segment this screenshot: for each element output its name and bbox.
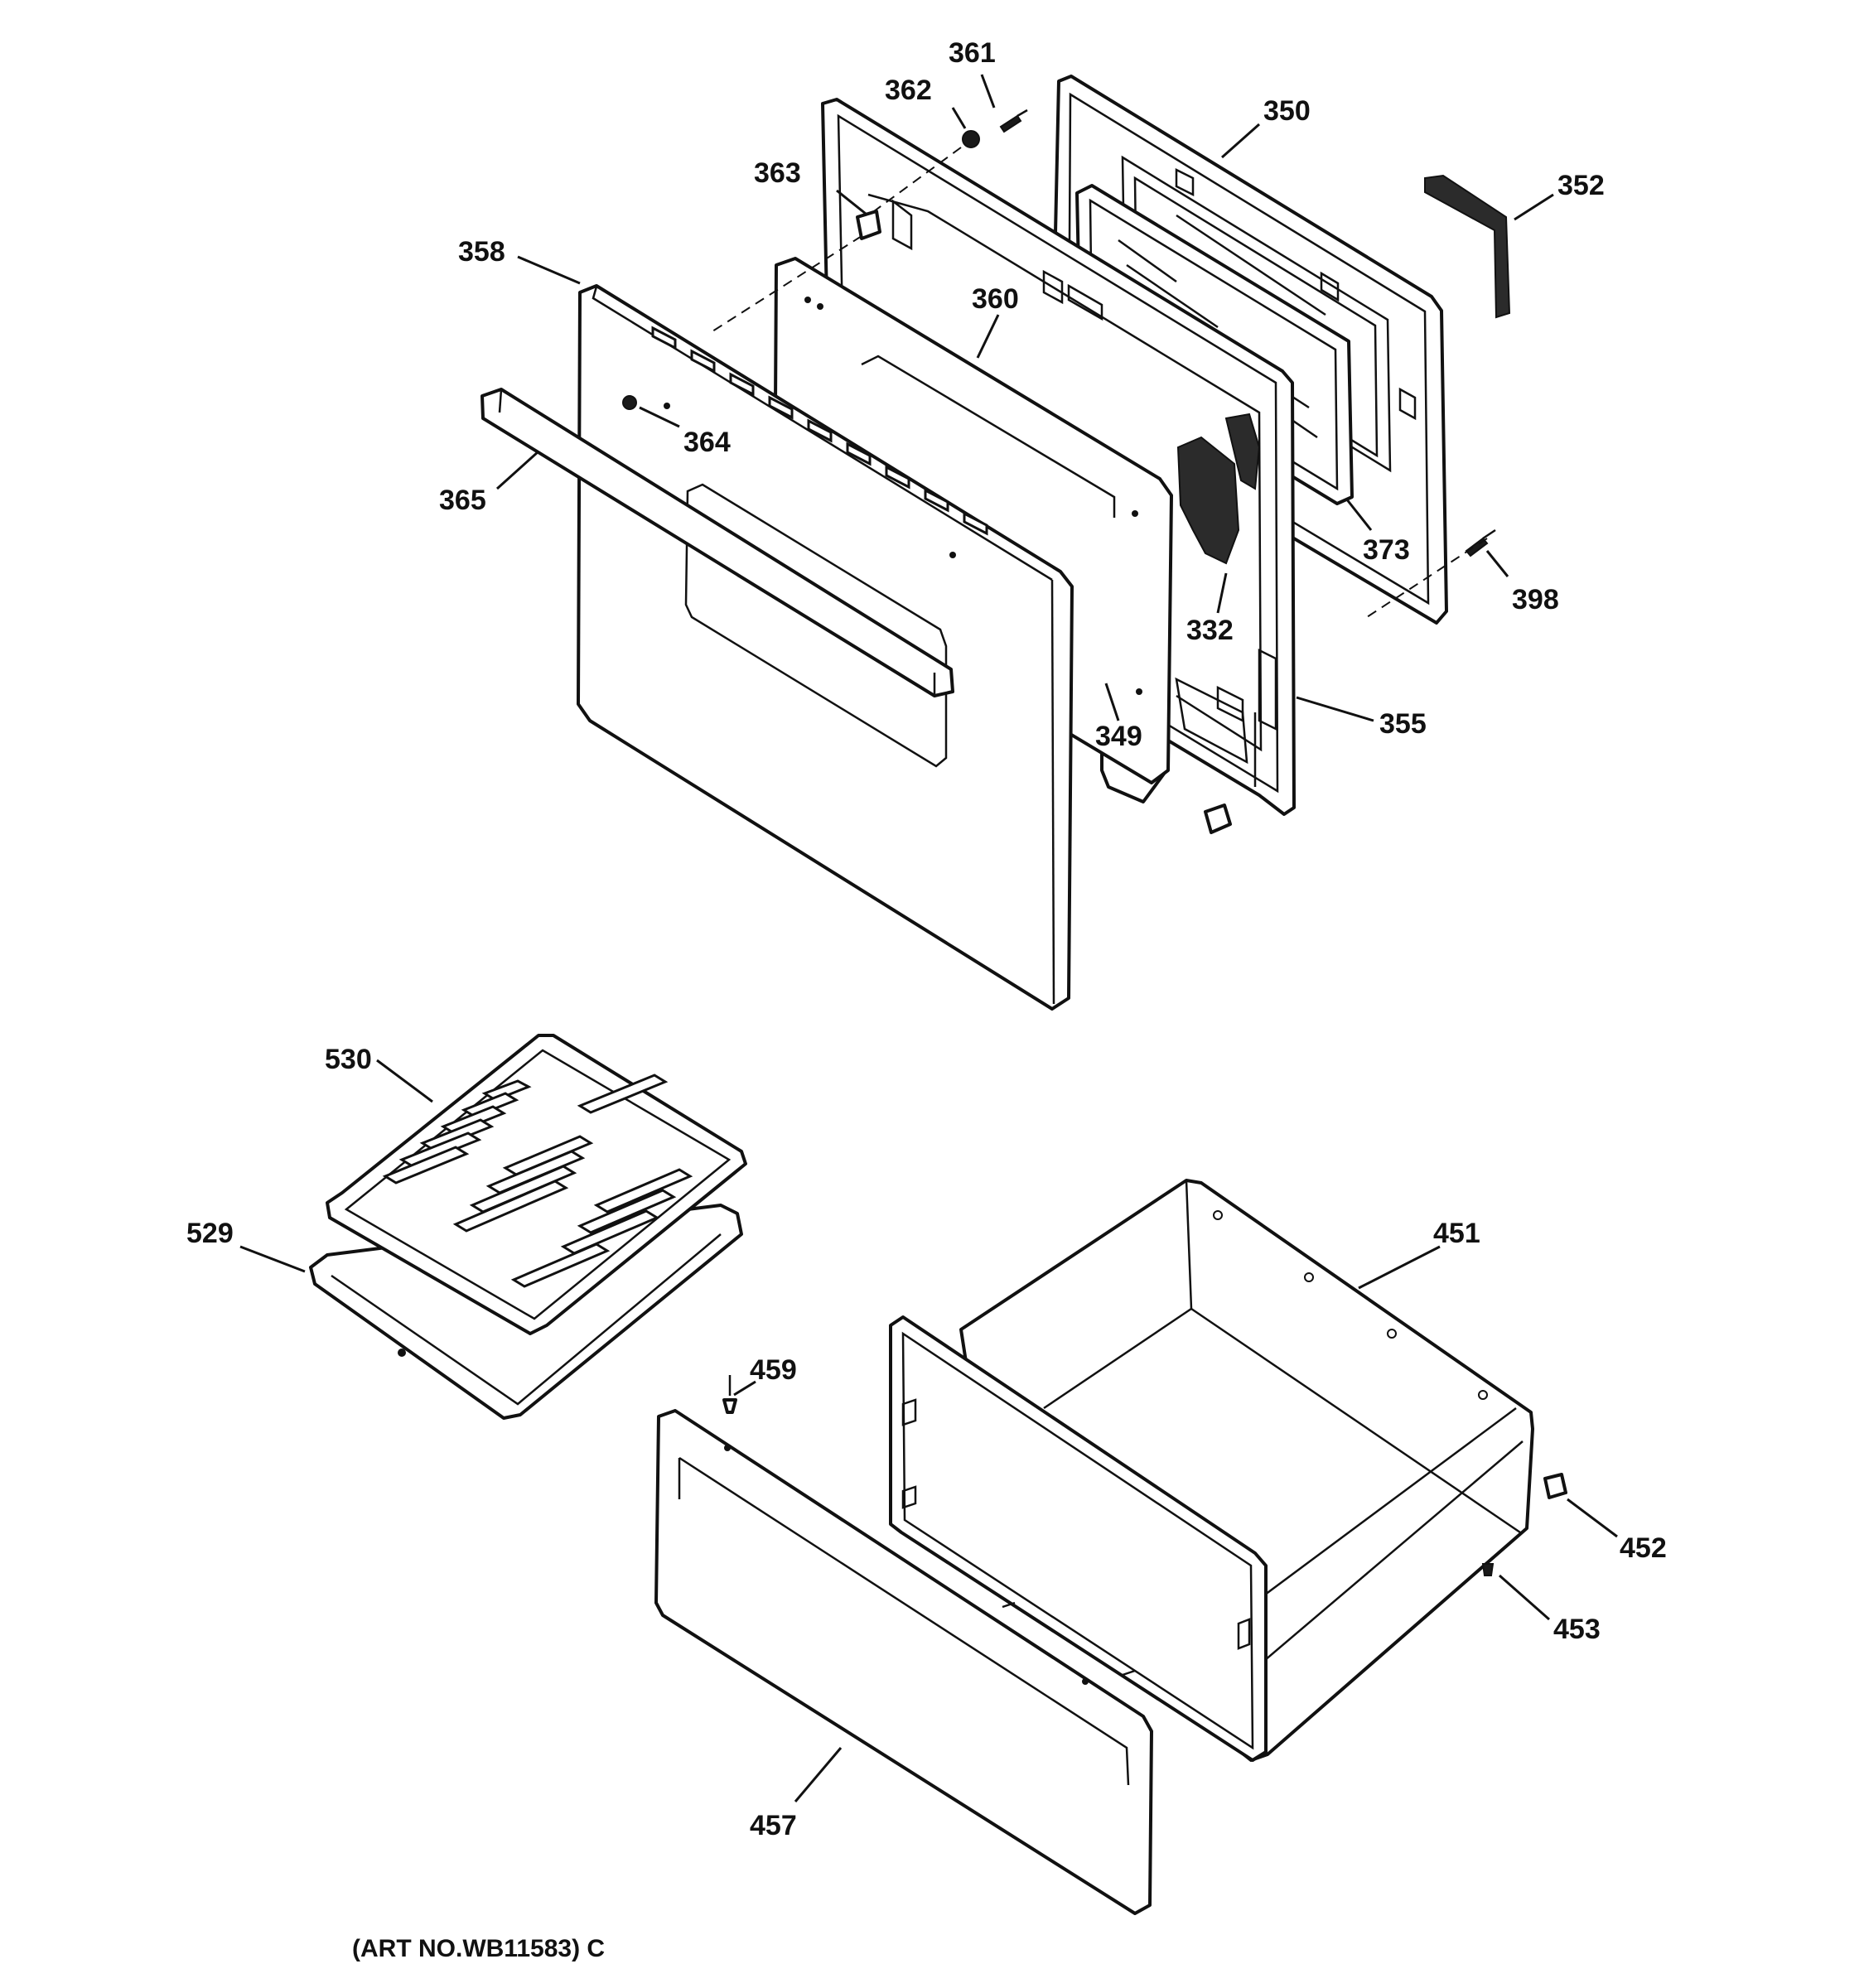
callout-350: 350 [1263,95,1311,127]
part-hinge-block [1204,803,1232,834]
part-332-insulation [1176,413,1261,565]
part-451-drawer-front-frame [889,1315,1268,1762]
callout-529: 529 [186,1218,234,1249]
callout-452: 452 [1620,1532,1667,1564]
part-363-bracket [856,210,881,240]
callout-457: 457 [750,1810,797,1841]
part-457-drawer-front-panel [654,1409,1153,1915]
callout-361: 361 [949,37,996,69]
callout-459: 459 [750,1354,797,1386]
callout-363: 363 [754,157,801,189]
part-365-door-handle [480,388,954,697]
part-459-screw [722,1375,737,1414]
part-362-nut [962,130,980,148]
part-361-screw [999,109,1028,133]
callout-451: 451 [1433,1218,1480,1249]
callout-332: 332 [1186,615,1234,646]
callout-355: 355 [1379,708,1427,740]
callout-358: 358 [458,236,505,268]
callout-365: 365 [439,485,486,516]
callout-360: 360 [972,283,1019,315]
part-358-outer-door [577,284,1074,1011]
callout-453: 453 [1553,1614,1601,1645]
part-530-broiler-grid [326,1034,747,1335]
callout-530: 530 [325,1044,372,1075]
part-452-clip [1543,1473,1567,1499]
callout-373: 373 [1363,534,1410,566]
callout-362: 362 [885,75,932,106]
callout-364: 364 [683,427,731,458]
callout-352: 352 [1557,170,1605,201]
art-number: (ART NO.WB11583) C [352,1935,605,1962]
callout-398: 398 [1512,584,1559,615]
part-352-door-gasket [1424,174,1511,319]
part-364-fastener [622,395,637,410]
part-453-stop [1481,1563,1495,1576]
callout-349: 349 [1095,721,1142,752]
